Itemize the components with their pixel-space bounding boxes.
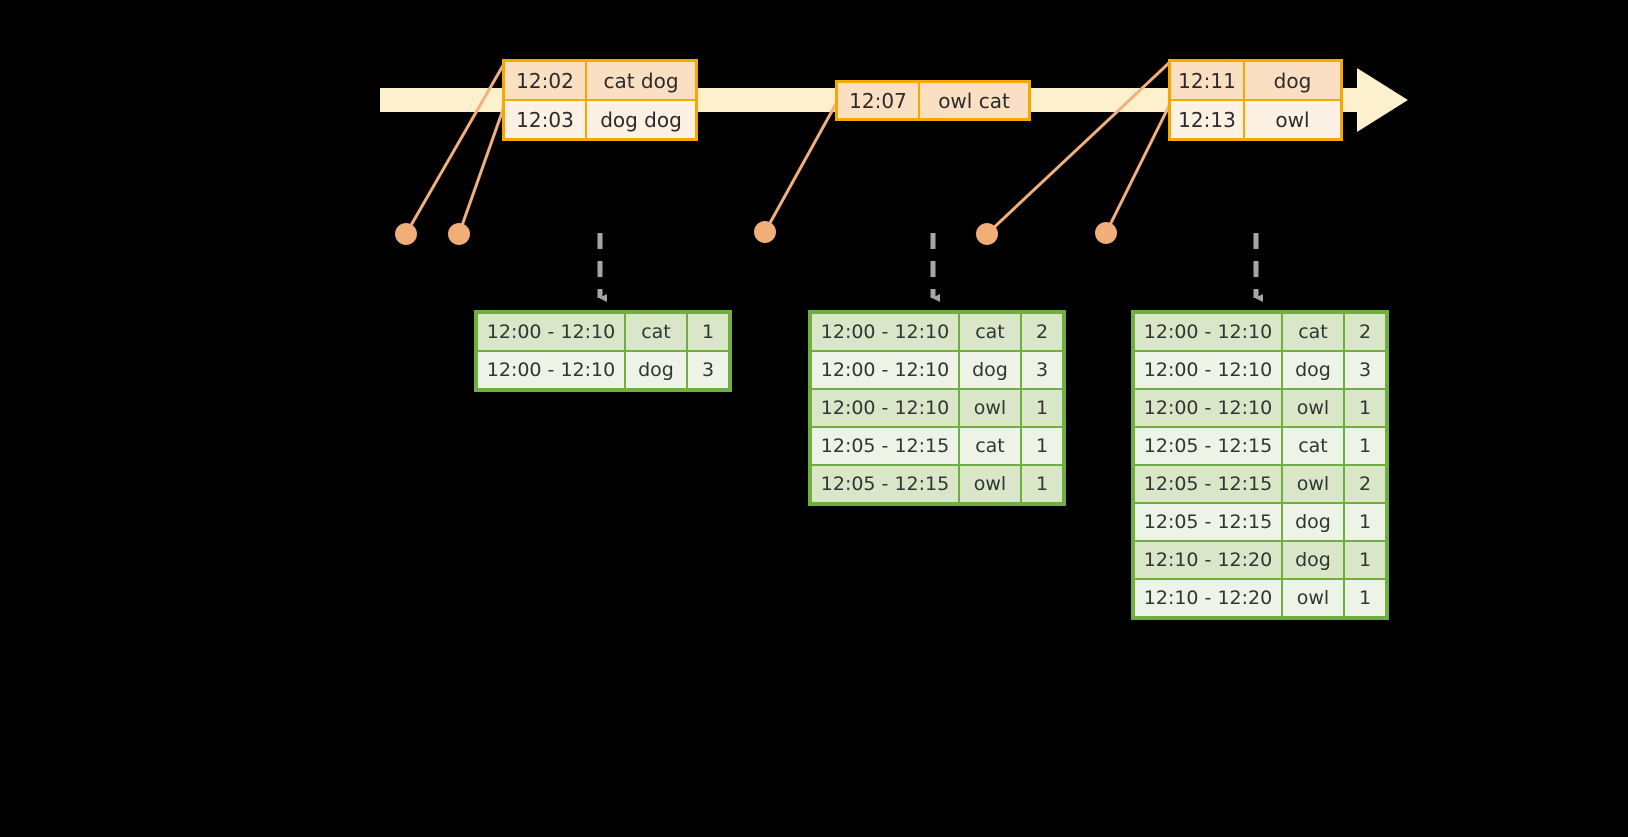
count-cell: 1 <box>1022 428 1062 464</box>
word-cell: dog <box>1283 352 1343 388</box>
event-row[interactable]: 12:07 owl cat <box>838 83 1028 118</box>
event-dot-group <box>395 221 1117 245</box>
word-cell: owl <box>960 466 1020 502</box>
event-dot-3[interactable] <box>754 221 776 243</box>
window-range-cell: 12:10 - 12:20 <box>1135 580 1281 616</box>
count-cell: 1 <box>1022 390 1062 426</box>
event-words: owl cat <box>938 88 1010 113</box>
connector-line-3 <box>763 101 839 233</box>
event-timestamp: 12:03 <box>505 101 587 138</box>
window-range-cell: 12:00 - 12:10 <box>812 314 958 350</box>
connector-line-2 <box>457 103 507 235</box>
word-cell: dog <box>626 352 686 388</box>
word-cell: dog <box>960 352 1020 388</box>
word-cell: owl <box>1283 466 1343 502</box>
count-cell: 2 <box>1345 314 1385 350</box>
window-range-cell: 12:05 - 12:15 <box>1135 504 1281 540</box>
word-cell: dog <box>1283 504 1343 540</box>
word-cell: cat <box>1283 314 1343 350</box>
event-timestamp: 12:07 <box>838 83 920 118</box>
event-row[interactable]: 12:11 dog <box>1171 62 1340 99</box>
count-cell: 1 <box>1345 428 1385 464</box>
window-range-cell: 12:00 - 12:10 <box>478 314 624 350</box>
event-words: cat dog <box>603 68 679 93</box>
count-cell: 3 <box>688 352 728 388</box>
word-cell: owl <box>1283 390 1343 426</box>
word-cell: owl <box>1283 580 1343 616</box>
count-cell: 2 <box>1345 466 1385 502</box>
event-row[interactable]: 12:03 dog dog <box>505 99 695 138</box>
window-range-cell: 12:05 - 12:15 <box>1135 466 1281 502</box>
window-range-cell: 12:05 - 12:15 <box>812 428 958 464</box>
count-cell: 2 <box>1022 314 1062 350</box>
word-cell: cat <box>960 428 1020 464</box>
window-range-cell: 12:10 - 12:20 <box>1135 542 1281 578</box>
word-cell: cat <box>960 314 1020 350</box>
event-group-3[interactable]: 12:11 dog 12:13 owl <box>1168 59 1343 141</box>
count-cell: 1 <box>688 314 728 350</box>
event-group-2[interactable]: 12:07 owl cat <box>835 80 1031 121</box>
connector-line-1 <box>404 61 507 235</box>
window-range-cell: 12:05 - 12:15 <box>1135 428 1281 464</box>
event-words: owl <box>1275 107 1310 132</box>
event-row[interactable]: 12:13 owl <box>1171 99 1340 138</box>
count-cell: 1 <box>1345 580 1385 616</box>
count-cell: 3 <box>1022 352 1062 388</box>
count-cell: 1 <box>1345 390 1385 426</box>
connector-line-5 <box>1104 103 1172 234</box>
event-group-1[interactable]: 12:02 cat dog 12:03 dog dog <box>502 59 698 141</box>
event-words: dog dog <box>600 107 682 132</box>
dashed-arrow-group <box>597 233 1263 302</box>
event-timestamp: 12:11 <box>1171 62 1245 99</box>
word-cell: cat <box>626 314 686 350</box>
window-range-cell: 12:00 - 12:10 <box>1135 314 1281 350</box>
window-range-cell: 12:05 - 12:15 <box>812 466 958 502</box>
event-row[interactable]: 12:02 cat dog <box>505 62 695 99</box>
count-cell: 1 <box>1345 542 1385 578</box>
window-range-cell: 12:00 - 12:10 <box>812 390 958 426</box>
word-cell: cat <box>1283 428 1343 464</box>
count-cell: 1 <box>1345 504 1385 540</box>
window-range-cell: 12:00 - 12:10 <box>1135 352 1281 388</box>
event-timestamp: 12:13 <box>1171 101 1245 138</box>
window-range-cell: 12:00 - 12:10 <box>1135 390 1281 426</box>
window-range-cell: 12:00 - 12:10 <box>478 352 624 388</box>
event-words: dog <box>1273 68 1312 93</box>
word-cell: dog <box>1283 542 1343 578</box>
event-dot-1[interactable] <box>395 223 417 245</box>
count-cell: 1 <box>1022 466 1062 502</box>
event-dot-5[interactable] <box>1095 222 1117 244</box>
word-cell: owl <box>960 390 1020 426</box>
window-range-cell: 12:00 - 12:10 <box>812 352 958 388</box>
event-dot-2[interactable] <box>448 223 470 245</box>
event-timestamp: 12:02 <box>505 62 587 99</box>
event-dot-4[interactable] <box>976 223 998 245</box>
count-cell: 3 <box>1345 352 1385 388</box>
